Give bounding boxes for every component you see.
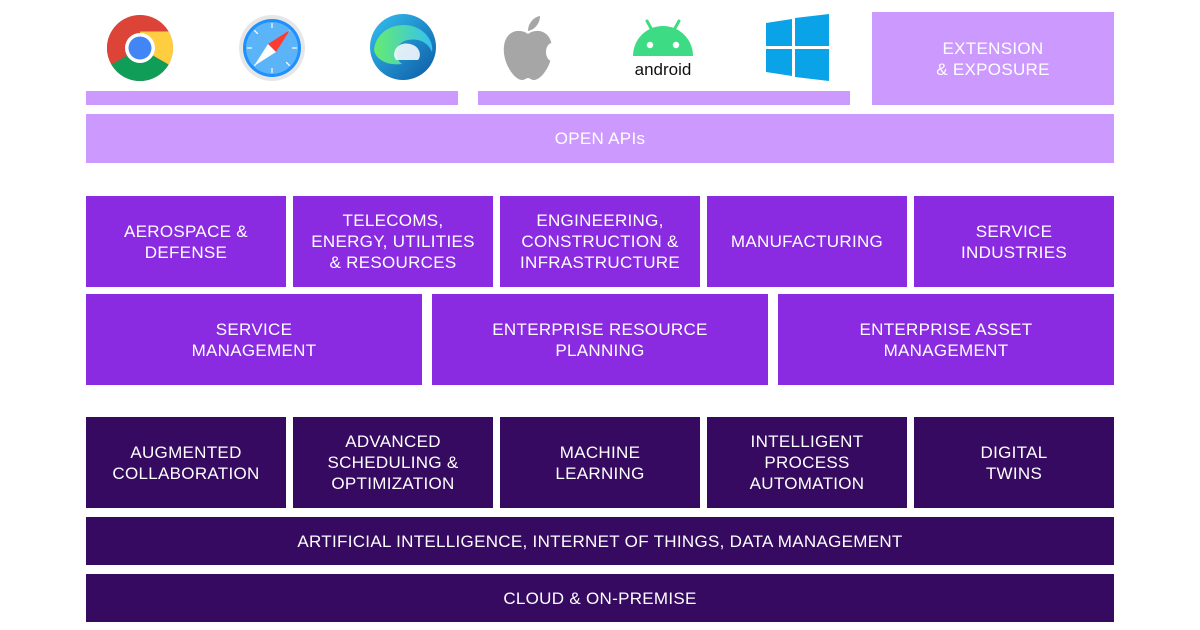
industry-engineering-construction: ENGINEERING, CONSTRUCTION & INFRASTRUCTU…: [500, 196, 700, 287]
industry-service-industries: SERVICE INDUSTRIES: [914, 196, 1114, 287]
devices-bar: [478, 91, 850, 105]
tech-intelligent-process-automation: INTELLIGENT PROCESS AUTOMATION: [707, 417, 907, 508]
android-wordmark: android: [635, 60, 692, 79]
tech-augmented-collaboration: AUGMENTED COLLABORATION: [86, 417, 286, 508]
industry-manufacturing: MANUFACTURING: [707, 196, 907, 287]
windows-icon: [766, 14, 829, 81]
industry-aerospace-defense: AEROSPACE & DEFENSE: [86, 196, 286, 287]
chrome-icon: [106, 15, 174, 82]
browsers-bar: [86, 91, 458, 105]
industry-telecoms-energy: TELECOMS, ENERGY, UTILITIES & RESOURCES: [293, 196, 493, 287]
enterprise-resource-planning-box: ENTERPRISE RESOURCE PLANNING: [432, 294, 768, 385]
enterprise-asset-management-box: ENTERPRISE ASSET MANAGEMENT: [778, 294, 1114, 385]
apple-icon: [503, 16, 556, 80]
tech-machine-learning: MACHINE LEARNING: [500, 417, 700, 508]
extension-exposure-box: EXTENSION & EXPOSURE: [872, 12, 1114, 105]
ai-iot-data-bar: ARTIFICIAL INTELLIGENCE, INTERNET OF THI…: [86, 517, 1114, 565]
tech-digital-twins: DIGITAL TWINS: [914, 417, 1114, 508]
service-management-box: SERVICE MANAGEMENT: [86, 294, 422, 385]
open-apis-bar: OPEN APIs: [86, 114, 1114, 163]
safari-icon: [239, 15, 305, 81]
tech-advanced-scheduling: ADVANCED SCHEDULING & OPTIMIZATION: [293, 417, 493, 508]
edge-icon: [370, 14, 436, 80]
android-icon: android: [633, 19, 693, 79]
cloud-on-premise-bar: CLOUD & ON-PREMISE: [86, 574, 1114, 622]
